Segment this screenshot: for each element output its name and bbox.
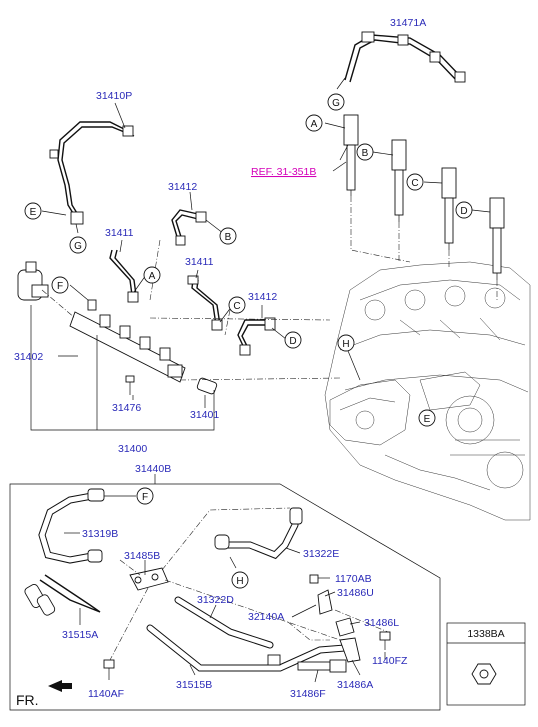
- reference-link[interactable]: REF. 31-351B: [251, 166, 316, 178]
- label-31486L: 31486L: [364, 617, 399, 629]
- callout-b-pipe: B: [219, 227, 237, 245]
- label-1140FZ: 1140FZ: [372, 655, 408, 667]
- label-31401: 31401: [190, 409, 219, 421]
- callout-a-injector: A: [305, 114, 323, 132]
- label-31485B: 31485B: [124, 550, 160, 562]
- pressure-valve-31401: [196, 377, 218, 395]
- pressure-sensor-31402: [17, 261, 49, 301]
- label-31476: 31476: [112, 402, 141, 414]
- callout-h-engine: H: [337, 334, 355, 352]
- callout-h-lower: H: [231, 571, 249, 589]
- callout-c-pipe: C: [228, 296, 246, 314]
- pipe-31410P: [49, 121, 135, 225]
- pipe-31411-left: [109, 249, 139, 303]
- engine-block-illustration: [324, 261, 531, 521]
- connector-31486F: [297, 659, 347, 673]
- orientation-label: FR.: [16, 692, 39, 708]
- svg-text:F: F: [142, 492, 148, 503]
- injector-3: [441, 167, 457, 250]
- bolt-1140AF: [103, 659, 115, 680]
- label-31486F: 31486F: [290, 688, 326, 700]
- bolt-31476: [125, 375, 135, 395]
- label-31471A: 31471A: [390, 17, 426, 29]
- svg-text:D: D: [460, 206, 467, 217]
- svg-text:B: B: [225, 232, 232, 243]
- label-1140AF: 1140AF: [88, 688, 124, 700]
- label-31322D: 31322D: [197, 594, 234, 606]
- injector-1: [343, 114, 359, 196]
- svg-text:D: D: [289, 336, 296, 347]
- svg-text:B: B: [362, 148, 369, 159]
- svg-text:F: F: [57, 281, 63, 292]
- label-31411-right: 31411: [185, 256, 214, 268]
- front-direction-indicator: [48, 680, 72, 692]
- pipe-31515B: [146, 624, 349, 672]
- svg-text:A: A: [311, 119, 318, 130]
- callout-g-pipe: G: [69, 236, 87, 254]
- label-31440B: 31440B: [135, 463, 171, 475]
- svg-text:E: E: [424, 414, 431, 425]
- label-31319B: 31319B: [82, 528, 118, 540]
- pipe-31412-lower: [237, 317, 276, 356]
- injector-4: [489, 197, 505, 280]
- svg-text:C: C: [411, 178, 418, 189]
- svg-text:H: H: [342, 339, 349, 350]
- callout-d-injector: D: [455, 201, 473, 219]
- pipe-31411-right: [187, 275, 223, 331]
- callout-d-pipe: D: [284, 331, 302, 349]
- label-31515B: 31515B: [176, 679, 212, 691]
- svg-text:E: E: [30, 207, 37, 218]
- label-1170AB: 1170AB: [335, 573, 372, 585]
- callout-e-pipe: E: [24, 202, 42, 220]
- part-box-1338BA: [446, 622, 526, 706]
- label-31410P: 31410P: [96, 90, 132, 102]
- svg-text:G: G: [74, 241, 82, 252]
- svg-text:A: A: [149, 271, 156, 282]
- callout-g-top: G: [327, 93, 345, 111]
- label-31322E: 31322E: [303, 548, 339, 560]
- injector-2: [391, 139, 407, 222]
- label-31412-upper: 31412: [168, 181, 197, 193]
- callout-b-injector: B: [356, 143, 374, 161]
- callout-f-lower: F: [136, 487, 154, 505]
- callout-f-rail: F: [51, 276, 69, 294]
- label-31486U: 31486U: [337, 587, 374, 599]
- label-31486A: 31486A: [337, 679, 373, 691]
- connector-31485B: [129, 567, 169, 591]
- label-31402: 31402: [14, 351, 43, 363]
- callout-e-engine: E: [418, 409, 436, 427]
- hose-31515A: [24, 574, 101, 616]
- clamp-31486L: [335, 617, 355, 637]
- bracket-32140A: [309, 574, 333, 615]
- callout-a-pipe: A: [143, 266, 161, 284]
- label-31411-left: 31411: [105, 227, 134, 239]
- svg-text:H: H: [236, 576, 243, 587]
- label-31412-lower: 31412: [248, 291, 277, 303]
- pipe-31322D: [174, 596, 274, 649]
- label-31515A: 31515A: [62, 629, 98, 641]
- label-31400: 31400: [118, 443, 147, 455]
- svg-text:C: C: [233, 301, 240, 312]
- connector-31486A: [339, 637, 361, 663]
- assembly-group-border: [9, 483, 441, 711]
- svg-text:G: G: [332, 98, 340, 109]
- callout-c-injector: C: [406, 173, 424, 191]
- hose-31322E: [214, 507, 303, 560]
- label-1338BA: 1338BA: [467, 628, 504, 640]
- hose-31319B: [38, 488, 105, 564]
- label-32140A: 32140A: [248, 611, 284, 623]
- common-rail: [69, 299, 186, 383]
- bolt-1140FZ: [379, 631, 391, 650]
- pipe-31412-upper: [171, 209, 207, 246]
- injector-leak-off-harness: [344, 31, 466, 83]
